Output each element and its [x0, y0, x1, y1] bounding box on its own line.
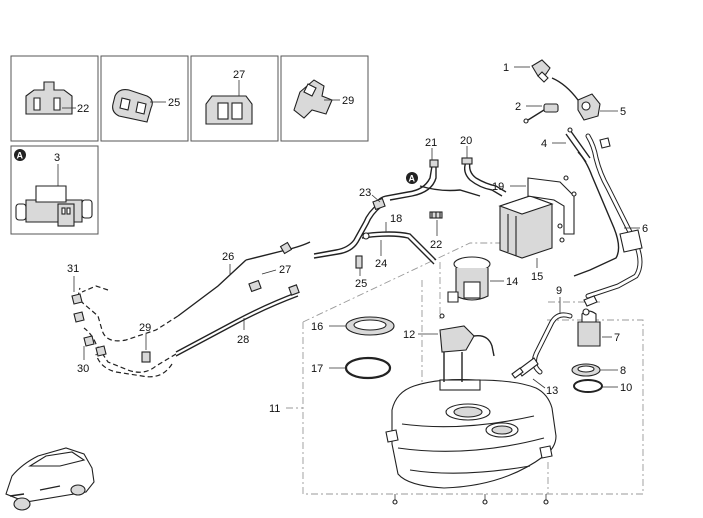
callout-16: 16 [311, 321, 323, 333]
callout-22-clip: 22 [430, 239, 442, 251]
callout-31: 31 [67, 263, 79, 275]
callout-5: 5 [620, 106, 626, 118]
sensor-2 [523, 103, 559, 124]
filler-housing-5 [551, 77, 601, 121]
seal-8 [571, 363, 601, 377]
clip-25 [355, 255, 363, 269]
inset-clip-27: 27 [190, 55, 279, 142]
inset-clip-29: 29 [280, 55, 369, 142]
canister-15 [498, 195, 565, 259]
inset-clip-22: 22 [10, 55, 99, 142]
bracket-19 [527, 175, 577, 235]
callout-4: 4 [541, 138, 547, 150]
check-valve-7 [577, 308, 601, 347]
fuel-cap-1 [531, 59, 551, 83]
ring-10 [573, 379, 603, 393]
view-marker-a-text: A [409, 174, 416, 184]
callout-15: 15 [531, 271, 543, 283]
lock-ring-16 [345, 316, 395, 336]
callout-26: 26 [222, 251, 234, 263]
clip-22 [429, 211, 443, 219]
callout-27-clip: 27 [279, 264, 291, 276]
callout-6: 6 [642, 223, 648, 235]
hose-21 [375, 159, 439, 205]
callout-17: 17 [311, 363, 323, 375]
callout-20: 20 [460, 135, 472, 147]
callout-11: 11 [269, 403, 280, 415]
fuel-line-26 [177, 241, 311, 317]
callout-8: 8 [620, 365, 626, 377]
callout-22: 22 [77, 103, 89, 115]
fuel-line-28 [175, 284, 300, 357]
view-marker-a-inset [14, 149, 26, 161]
callout-25-clip: 25 [355, 278, 367, 290]
vehicle-thumbnail [5, 447, 95, 511]
callout-27-inset: 27 [233, 69, 245, 81]
clip-27 [248, 279, 262, 293]
callout-7: 7 [614, 332, 620, 344]
line-18 [361, 231, 437, 265]
view-marker-a [406, 172, 418, 184]
filler-pipe-6 [573, 133, 643, 307]
dashed-hoses [78, 285, 179, 378]
callout-1: 1 [503, 62, 509, 74]
connector-13 [511, 357, 539, 379]
callout-14: 14 [506, 276, 518, 288]
clip-29 [141, 351, 151, 363]
callout-2: 2 [515, 101, 521, 113]
callout-9: 9 [556, 285, 562, 297]
callout-23: 23 [359, 187, 371, 199]
callout-13: 13 [546, 385, 558, 397]
callout-12: 12 [403, 329, 415, 341]
connector-31 [71, 293, 85, 323]
screws-4 [565, 127, 611, 163]
callout-24: 24 [375, 258, 387, 270]
callout-10: 10 [620, 382, 632, 394]
callout-25-inset: 25 [168, 97, 180, 109]
view-marker-a-label: A [17, 151, 24, 161]
inset-clip-25: 25 [100, 55, 189, 142]
callout-29-clip: 29 [139, 322, 151, 334]
callout-18: 18 [390, 213, 402, 225]
gasket-17 [344, 356, 392, 380]
fuel-sender-12 [439, 313, 495, 382]
fuel-tank [385, 379, 557, 505]
callout-3: 3 [54, 152, 60, 164]
connector-30 [83, 335, 107, 357]
callout-29-inset: 29 [342, 95, 354, 107]
callout-28: 28 [237, 334, 249, 346]
fuel-pump-14 [447, 256, 491, 303]
callout-30: 30 [77, 363, 89, 375]
callout-21: 21 [425, 137, 437, 149]
inset-view-a-part-3: A 3 [10, 145, 99, 235]
